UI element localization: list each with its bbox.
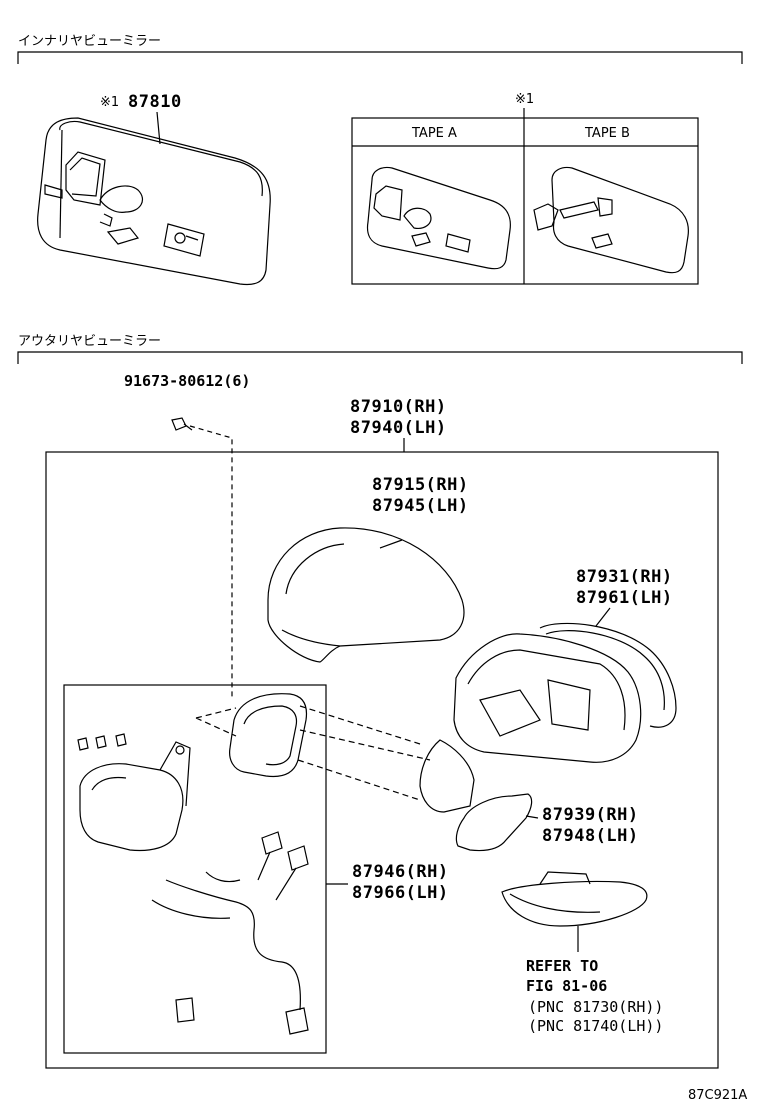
mirror-cover-illustration [267,527,465,663]
mirror-base-cover-illustration [455,793,533,852]
mirror-lh-label: 87961(LH) [576,588,673,608]
tape-a-mirror-illustration [366,166,511,270]
tape-a-label: TAPE A [412,126,457,141]
inner-mirror-note-mark: ※1 [100,95,120,110]
tape-note-mark: ※1 [515,92,535,107]
actuator-frame-illustration [229,693,308,778]
leader-87810 [156,111,161,145]
pnc-lh-label: (PNC 81740(LH)) [528,1017,664,1035]
cover-lh-label: 87945(LH) [372,496,469,516]
leader-87931 [595,607,611,627]
figure-code: 87C921A [688,1088,748,1103]
refer-to-label: REFER TO [526,957,599,975]
motor-lh-label: 87966(LH) [352,883,449,903]
inner-section-bracket [17,51,743,64]
turn-signal-illustration [501,871,648,927]
screw-illustration [171,417,193,431]
wire-harness-illustration [151,831,309,1035]
outer-assy-box [45,451,719,1069]
pnc-rh-label: (PNC 81730(RH)) [528,998,664,1016]
tape-box [351,117,699,285]
mirror-glass-illustration [539,622,677,728]
leader-87939 [525,815,539,819]
screw-part-label: 91673-80612(6) [124,372,251,390]
assy-lh-label: 87940(LH) [350,418,447,438]
tape-b-mirror-illustration [533,166,689,274]
part-87810-label: 87810 [128,92,182,112]
base-lh-label: 87948(LH) [542,826,639,846]
inner-mirror-section-title: インナリヤビューミラー [18,34,162,49]
refer-fig-label: FIG 81-06 [526,977,608,995]
cover-rh-label: 87915(RH) [372,475,469,495]
tape-b-label: TAPE B [585,126,630,141]
screw-dashed-leader [189,425,233,700]
mirror-rh-label: 87931(RH) [576,567,673,587]
motor-subassy-box [63,684,327,1054]
assembly-dashed-lines [195,705,431,801]
assy-rh-label: 87910(RH) [350,397,447,417]
motor-rh-label: 87946(RH) [352,862,449,882]
outer-mirror-section-title: アウタリヤビューミラー [18,334,162,349]
mirror-housing-illustration [419,633,642,813]
base-rh-label: 87939(RH) [542,805,639,825]
inner-mirror-illustration [37,117,271,286]
leader-87915 [379,539,403,549]
motor-illustration [79,741,191,852]
motor-screws-illustration [77,733,127,751]
outer-section-bracket [17,351,743,364]
